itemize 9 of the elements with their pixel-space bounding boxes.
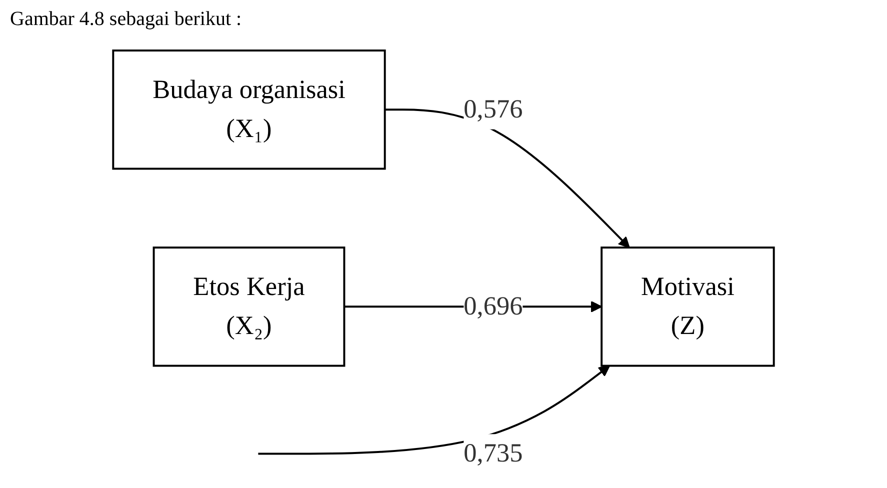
arrow	[384, 108, 630, 248]
edge-label: 0,735	[464, 439, 523, 468]
arrow	[258, 365, 610, 455]
edge-label: 0,576	[464, 95, 523, 124]
node-box: Motivasi (Z)	[600, 246, 775, 367]
edge-label: 0,696	[464, 292, 523, 322]
diagram-title: Gambar 4.8 sebagai berikut :	[10, 8, 242, 31]
node-box: Budaya organisasi (X₁)	[112, 50, 386, 170]
node-box: Etos Kerja (X₂)	[152, 246, 346, 367]
